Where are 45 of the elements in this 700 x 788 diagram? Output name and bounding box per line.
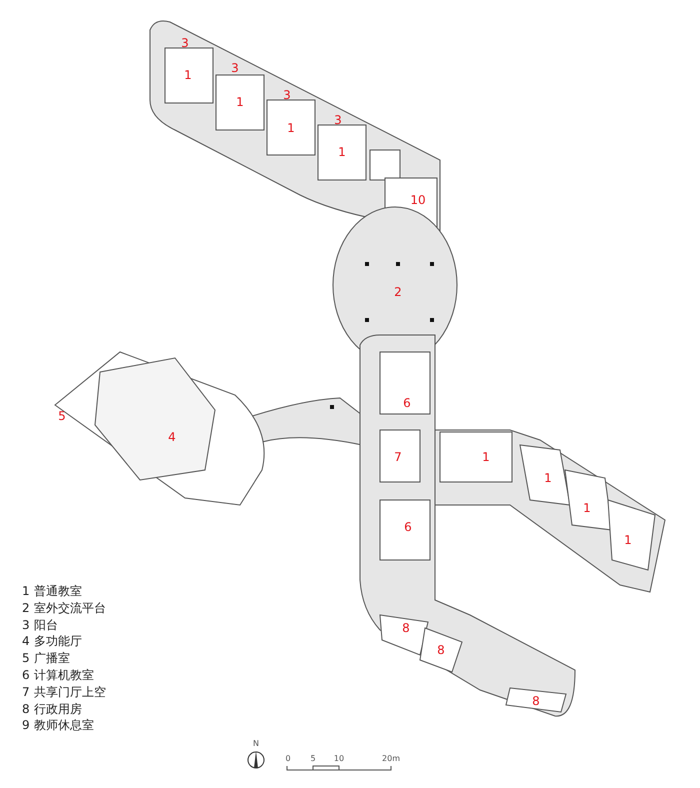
legend-number: 4: [22, 635, 30, 648]
room-number: 6: [404, 521, 412, 533]
legend-text: 计算机教室: [34, 669, 94, 681]
legend-number: 2: [22, 602, 30, 614]
legend-number: 5: [22, 652, 30, 664]
room-number: 3: [283, 89, 291, 101]
room-number: 7: [394, 451, 402, 463]
legend-number: 1: [22, 585, 30, 597]
room-number: 1: [184, 69, 192, 81]
room-number: 8: [437, 644, 445, 656]
legend-number: 3: [22, 618, 30, 631]
room-number: 1: [287, 122, 295, 134]
legend-text: 共享门厅上空: [34, 686, 106, 698]
room-number: 1: [482, 451, 490, 463]
room-number: 8: [402, 622, 410, 634]
room-number: 2: [394, 286, 402, 298]
legend-number: 9: [22, 719, 30, 732]
room-number: 8: [532, 695, 540, 707]
legend-number: 6: [22, 669, 30, 681]
north-label: N: [253, 740, 259, 748]
room-number: 1: [236, 96, 244, 108]
legend-number: 7: [22, 686, 30, 698]
room-number: 3: [231, 62, 239, 74]
legend-number: 8: [22, 702, 30, 715]
room-number: 6: [403, 397, 411, 409]
room-number: 4: [168, 431, 176, 443]
room-number: 1: [583, 502, 591, 514]
legend-text: 教师休息室: [34, 719, 94, 732]
room-number: 10: [410, 194, 426, 206]
legend-text: 阳台: [34, 618, 58, 631]
room-number: 1: [624, 534, 632, 546]
room-number: 3: [181, 37, 189, 49]
legend-text: 广播室: [34, 652, 70, 664]
room-number: 5: [58, 410, 66, 422]
scale-label: 20m: [382, 755, 400, 763]
scale-label: 0: [285, 755, 291, 763]
scale-label: 5: [310, 755, 316, 763]
room-number: 1: [338, 146, 346, 158]
legend-text: 普通教室: [34, 585, 82, 597]
room-number: 1: [544, 472, 552, 484]
room-number: 3: [334, 114, 342, 126]
scale-label: 10: [334, 755, 344, 763]
legend-text: 行政用房: [34, 702, 82, 715]
legend-text: 室外交流平台: [34, 602, 106, 614]
legend-text: 多功能厅: [34, 635, 82, 648]
